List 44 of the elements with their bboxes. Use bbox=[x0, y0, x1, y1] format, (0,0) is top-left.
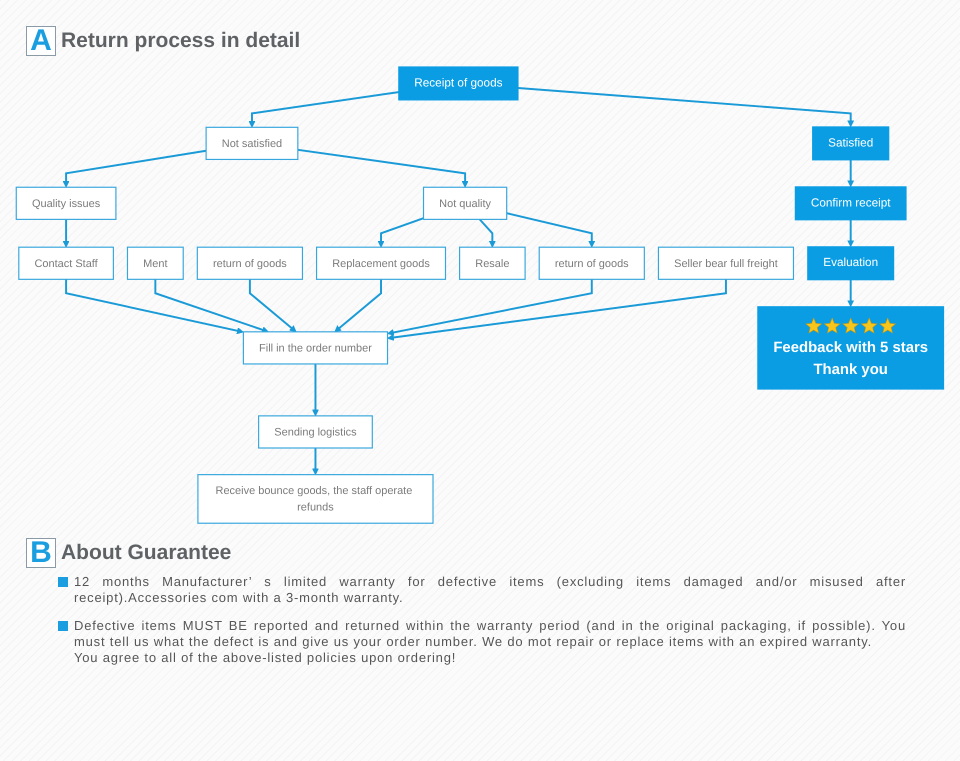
arrow bbox=[478, 218, 496, 248]
arrow bbox=[847, 160, 854, 187]
process-box: Fill in the order number bbox=[242, 331, 388, 365]
process-box: Receipt of goods bbox=[398, 66, 519, 100]
process-box: Replacement goods bbox=[316, 246, 446, 280]
process-box: return of goods bbox=[196, 246, 304, 280]
process-box: Receive bounce goods, the staff operate refunds bbox=[197, 474, 434, 524]
process-box: Not satisfied bbox=[206, 126, 298, 160]
process-box: Contact Staff bbox=[18, 246, 114, 280]
policy-text: Defective items MUST BE reported and returned within the warranty period (and in the original packaging, if possible). You must tell us what the defect is and give us your order number. We do mot repair or replace items with an expired warranty. bbox=[74, 618, 906, 650]
process-box: Ment bbox=[126, 246, 184, 280]
feedback-banner: Feedback with 5 stars Thank you bbox=[757, 306, 944, 390]
title: Return process in detail bbox=[61, 28, 300, 54]
section-heading: About Guarantee bbox=[61, 540, 232, 566]
arrow bbox=[847, 280, 854, 307]
arrow bbox=[387, 279, 593, 336]
policy-text: You agree to all of the above-listed policies upon ordering! bbox=[74, 650, 458, 666]
arrow bbox=[387, 279, 727, 341]
arrow bbox=[248, 91, 399, 128]
arrow bbox=[518, 87, 854, 128]
arrow bbox=[312, 364, 319, 416]
process-box: Quality issues bbox=[16, 186, 116, 220]
process-box: Evaluation bbox=[807, 246, 894, 280]
process-box: Satisfied bbox=[812, 126, 890, 160]
process-box: Seller bear full freight bbox=[658, 246, 794, 280]
arrow bbox=[248, 279, 296, 332]
arrow bbox=[65, 279, 244, 334]
arrow bbox=[62, 219, 70, 248]
arrow bbox=[378, 217, 424, 248]
arrow bbox=[312, 448, 319, 475]
process-box: Sending logistics bbox=[258, 415, 373, 449]
arrow bbox=[847, 220, 854, 247]
process-box: Resale bbox=[459, 246, 526, 280]
process-box: Confirm receipt bbox=[794, 186, 907, 220]
arrow bbox=[62, 150, 206, 188]
arrow bbox=[154, 279, 269, 334]
arrow bbox=[506, 212, 596, 248]
section-letter: A bbox=[26, 26, 56, 56]
process-box: Not quality bbox=[422, 186, 508, 220]
arrow bbox=[298, 148, 469, 188]
process-box: return of goods bbox=[538, 246, 645, 280]
policy-text: 12 months Manufacturer’ s limited warranty for defective items (excluding items damaged and/or misused after receipt).Accessories com with a 3-month warranty. bbox=[74, 574, 906, 606]
arrow bbox=[334, 279, 382, 332]
section-letter: B bbox=[26, 538, 56, 568]
